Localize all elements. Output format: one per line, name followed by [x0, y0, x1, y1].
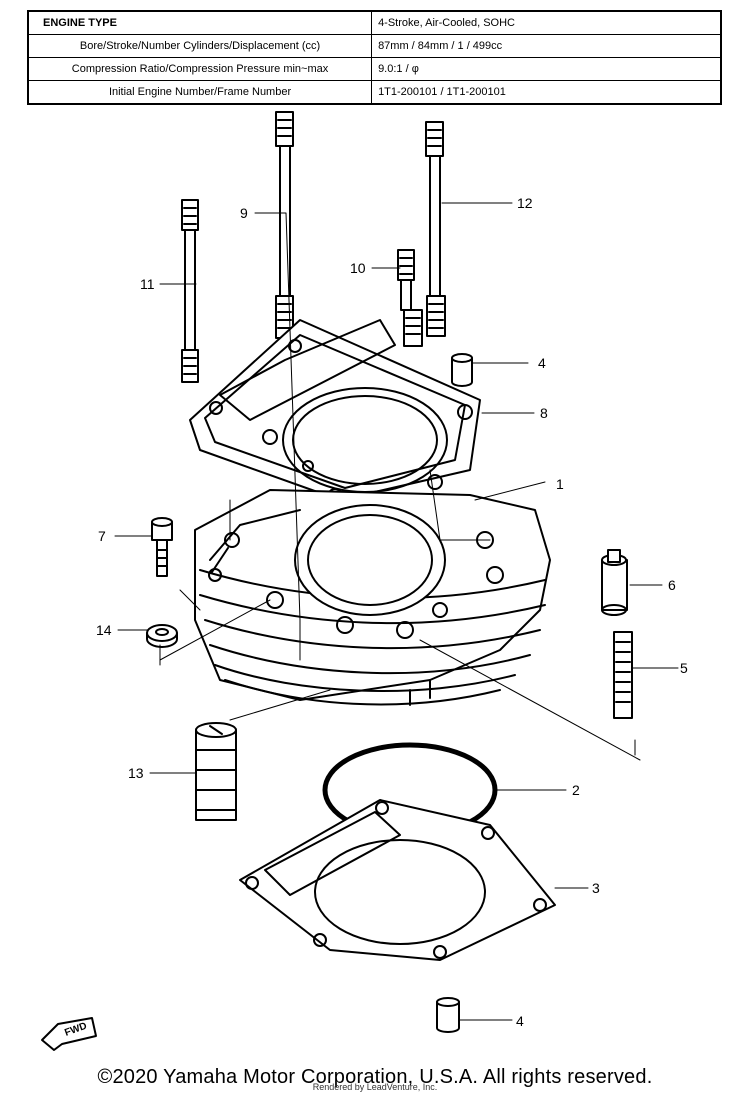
callout-1: 1 — [556, 476, 564, 492]
spec-row-engine-type: ENGINE TYPE 4-Stroke, Air-Cooled, SOHC — [27, 10, 722, 35]
callout-12: 12 — [517, 195, 533, 211]
stud-bolt-9[interactable] — [275, 111, 294, 339]
stud-bolt-12[interactable] — [425, 121, 446, 337]
spec-row-engine-number: Initial Engine Number/Frame Number 1T1-2… — [27, 79, 722, 105]
cylinder-block[interactable] — [194, 489, 551, 706]
exploded-parts-diagram: FWD 1 2 3 4 4 5 6 7 8 9 10 — [41, 111, 688, 1051]
callout-8: 8 — [540, 405, 548, 421]
spec-row-bore-stroke: Bore/Stroke/Number Cylinders/Displacemen… — [27, 34, 722, 58]
callout-13: 13 — [128, 765, 144, 781]
spec-label: ENGINE TYPE — [27, 10, 373, 35]
fwd-arrow-icon: FWD — [41, 1017, 97, 1051]
callout-2: 2 — [572, 782, 580, 798]
callout-3: 3 — [592, 880, 600, 896]
spec-value: 87mm / 84mm / 1 / 499cc — [371, 34, 722, 58]
copyright-notice: ©2020 Yamaha Motor Corporation, U.S.A. A… — [97, 1066, 653, 1088]
callout-11: 11 — [140, 276, 155, 292]
cylinder-head-gasket[interactable] — [189, 319, 481, 504]
spec-label: Bore/Stroke/Number Cylinders/Displacemen… — [27, 34, 373, 58]
callout-4-top: 4 — [538, 355, 546, 371]
spec-value: 1T1-200101 / 1T1-200101 — [371, 79, 722, 105]
leader-lines — [114, 202, 679, 1021]
dowel-pin-top[interactable] — [451, 353, 473, 387]
spec-label: Initial Engine Number/Frame Number — [27, 79, 373, 105]
callout-5: 5 — [680, 660, 688, 676]
spec-value: 9.0:1 / φ — [371, 56, 722, 81]
rendered-by-note: Rendered by LeadVenture, Inc. — [312, 1082, 438, 1092]
stud-bolt-10[interactable] — [397, 249, 423, 347]
callout-14: 14 — [96, 622, 112, 638]
callout-10: 10 — [350, 260, 366, 276]
spec-label: Compression Ratio/Compression Pressure m… — [27, 56, 373, 81]
callout-4-bottom: 4 — [516, 1013, 524, 1029]
stud-bolt-5[interactable] — [613, 631, 633, 719]
callout-labels: 1 2 3 4 4 5 6 7 8 9 10 11 12 13 14 — [96, 195, 688, 1029]
cylinder-plug[interactable] — [195, 722, 237, 821]
spec-value: 4-Stroke, Air-Cooled, SOHC — [371, 10, 722, 35]
callout-9: 9 — [240, 205, 248, 221]
dowel-pin-bottom[interactable] — [436, 997, 460, 1033]
dowel-pin-large[interactable] — [601, 549, 628, 616]
callout-6: 6 — [668, 577, 676, 593]
stud-bolt-11[interactable] — [181, 199, 199, 383]
callout-7: 7 — [98, 528, 106, 544]
socket-bolt[interactable] — [151, 517, 173, 577]
cylinder-base-gasket[interactable] — [239, 799, 556, 961]
washer[interactable] — [146, 624, 178, 648]
spec-table: ENGINE TYPE 4-Stroke, Air-Cooled, SOHC B… — [27, 10, 722, 105]
spec-row-compression: Compression Ratio/Compression Pressure m… — [27, 56, 722, 81]
